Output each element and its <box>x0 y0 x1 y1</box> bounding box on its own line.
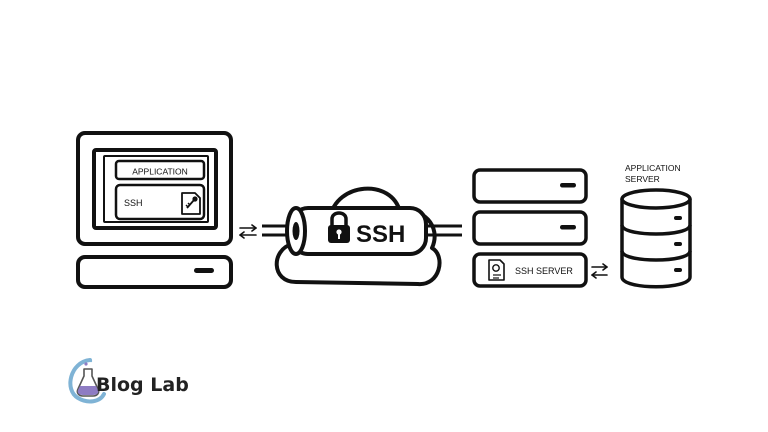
flask-logo-icon <box>68 358 106 404</box>
monitor-screen-inner <box>103 155 209 223</box>
server-rack: SSH SERVER <box>472 168 588 288</box>
brand-name: Blog Lab <box>96 374 189 396</box>
ssh-tunnel: SSH <box>285 206 428 256</box>
brand: Blog Lab <box>68 358 189 404</box>
database-icon <box>620 188 692 289</box>
ssh-server-label: SSH SERVER <box>515 266 573 276</box>
server-unit-1-slot <box>560 183 576 188</box>
key-file-icon <box>181 192 201 215</box>
client-ssh-label: SSH <box>124 198 143 208</box>
app-server-label-line2: SERVER <box>625 174 660 184</box>
server-unit-2 <box>472 210 588 246</box>
computer-base-slot <box>194 268 214 273</box>
application-label: APPLICATION <box>132 167 188 177</box>
bidirectional-arrows-icon <box>591 263 608 279</box>
tunnel-left-hole <box>292 222 300 240</box>
server-unit-1 <box>472 168 588 204</box>
server-unit-2-slot <box>560 225 576 230</box>
tunnel-ssh-label: SSH <box>356 221 405 248</box>
padlock-icon <box>328 211 350 243</box>
bidirectional-arrows-icon <box>239 224 257 239</box>
application-box <box>114 159 206 181</box>
client-computer: APPLICATION SSH <box>76 131 233 289</box>
certificate-file-icon <box>488 259 505 281</box>
app-server: APPLICATION SERVER <box>620 163 692 289</box>
tunnel-pipes-right <box>422 224 462 237</box>
computer-base <box>76 255 233 289</box>
app-server-label-line1: APPLICATION <box>625 163 681 173</box>
